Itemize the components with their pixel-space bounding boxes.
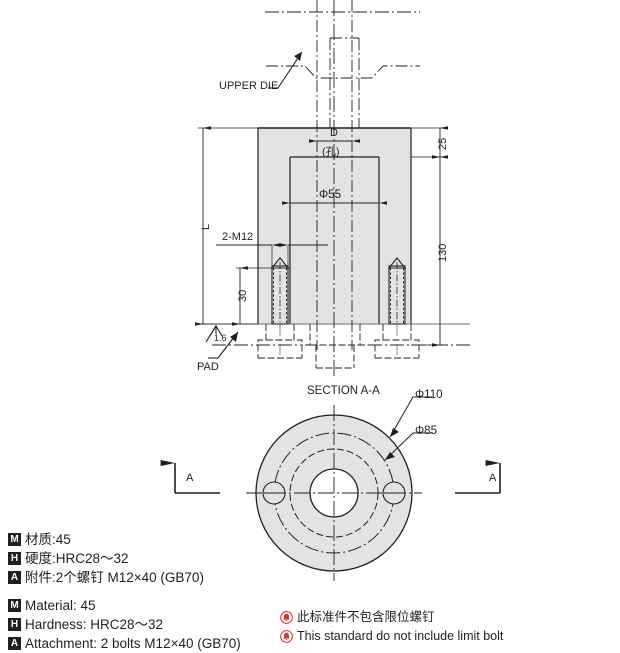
spec-attachment-cn: 附件:2个螺钉 M12×40 (GB70)	[25, 570, 204, 585]
spec-row-attachment-cn: A 附件:2个螺钉 M12×40 (GB70)	[8, 568, 204, 587]
label-pad: PAD	[197, 361, 219, 373]
spec-attachment-en: Attachment: 2 bolts M12×40 (GB70)	[25, 636, 241, 651]
warning-notes: 此标准件不包含限位螺钉 This standard do not include…	[280, 608, 503, 646]
warning-bell-icon-en	[280, 630, 293, 643]
spec-row-material-cn: M 材质:45	[8, 530, 204, 549]
label-dim-phi55: Φ55	[319, 189, 341, 201]
label-section-mark-left: A	[186, 472, 194, 484]
leader-phi110	[389, 396, 432, 438]
dimension-30	[231, 266, 290, 326]
warning-row-cn: 此标准件不包含限位螺钉	[280, 608, 503, 627]
spec-hardness-en: Hardness: HRC28～32	[25, 617, 164, 632]
pad-leader	[208, 331, 239, 359]
label-section-aa: SECTION A-A	[307, 385, 380, 397]
warning-text-en: This standard do not include limit bolt	[297, 629, 504, 643]
label-dim-D-note: (孔)	[322, 146, 340, 158]
spec-hardness-cn: 硬度:HRC28～32	[25, 551, 129, 566]
bore-edge-centerlines	[316, 0, 353, 350]
pad-phantom-group	[257, 324, 420, 369]
label-dim-30: 30	[237, 289, 249, 302]
warning-row-en: This standard do not include limit bolt	[280, 627, 503, 646]
spec-material-en: Material: 45	[25, 598, 96, 613]
spec-tag-h-icon-en: H	[8, 618, 21, 631]
section-arrow-left	[160, 459, 220, 494]
label-surface-finish: 1.6	[214, 333, 227, 343]
spec-tag-a-icon-en: A	[8, 637, 21, 650]
pad-projection-lines	[279, 324, 398, 355]
spec-material-cn: 材质:45	[25, 532, 71, 547]
warning-text-cn: 此标准件不包含限位螺钉	[297, 610, 435, 624]
upper-die-leader	[268, 51, 303, 89]
spec-list-english: M Material: 45 H Hardness: HRC28～32 A At…	[8, 596, 241, 653]
leader-phi85	[384, 432, 432, 461]
upper-die-phantom-group	[266, 37, 420, 128]
label-dim-130: 130	[437, 243, 449, 262]
label-upper-die: UPPER DIE	[219, 80, 279, 92]
spec-row-hardness-en: H Hardness: HRC28～32	[8, 615, 241, 634]
spec-list-chinese: M 材质:45 H 硬度:HRC28～32 A 附件:2个螺钉 M12×40 (…	[8, 530, 204, 587]
spec-row-hardness-cn: H 硬度:HRC28～32	[8, 549, 204, 568]
label-section-mark-right: A	[489, 472, 497, 484]
dimension-2-M12	[216, 243, 328, 268]
label-dim-phi85: Φ85	[415, 425, 437, 437]
label-dim-25: 25	[437, 137, 449, 150]
label-dim-D: D	[330, 127, 338, 139]
dimension-130	[411, 155, 449, 347]
bolt-right	[387, 257, 407, 325]
section-aa-circle-view	[246, 405, 422, 581]
label-dim-L: L	[200, 223, 212, 230]
label-dim-phi110: Φ110	[415, 389, 443, 401]
spec-tag-h-icon: H	[8, 552, 21, 565]
spec-row-attachment-en: A Attachment: 2 bolts M12×40 (GB70)	[8, 634, 241, 653]
surface-finish-symbol	[205, 324, 223, 343]
label-dim-2-M12: 2-M12	[222, 231, 254, 243]
spec-row-material-en: M Material: 45	[8, 596, 241, 615]
spec-tag-m-icon-en: M	[8, 599, 21, 612]
section-arrow-right	[455, 459, 501, 494]
warning-bell-icon	[280, 611, 293, 624]
spec-tag-a-icon: A	[8, 571, 21, 584]
spec-tag-m-icon: M	[8, 533, 21, 546]
